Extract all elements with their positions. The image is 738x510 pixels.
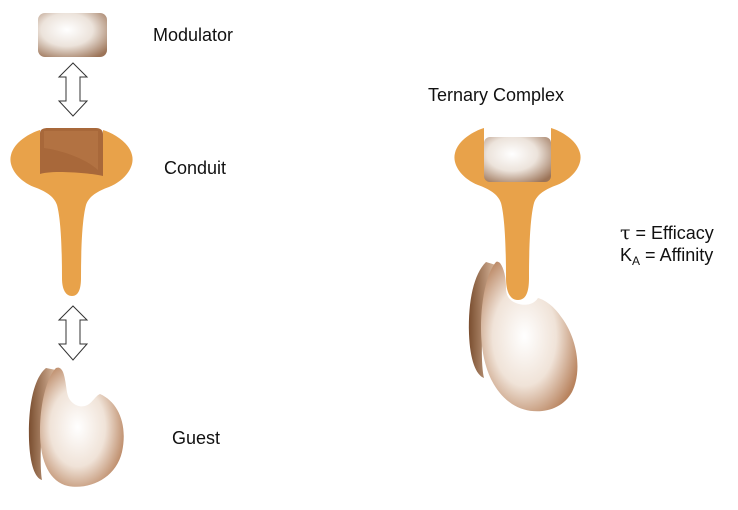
modulator-label: Modulator [153, 25, 234, 45]
guest-label: Guest [172, 428, 221, 448]
efficacy-text: = Efficacy [635, 223, 714, 243]
affinity-legend-row: KA = Affinity [620, 245, 714, 269]
ternary-complex-label: Ternary Complex [428, 85, 565, 105]
guest-shape [28, 367, 124, 487]
affinity-text: = Affinity [645, 244, 714, 265]
complex-modulator-block [484, 137, 551, 182]
ka-symbol: KA [620, 244, 641, 268]
conduit-label: Conduit [164, 158, 227, 178]
tau-symbol: τ [620, 222, 631, 244]
complex-guest-shape [468, 261, 578, 412]
double-arrow-upper [57, 62, 89, 117]
conduit-pocket-shade [44, 131, 98, 170]
efficacy-legend-row: τ = Efficacy [620, 222, 714, 245]
k-letter: K [620, 244, 633, 265]
double-arrow-lower [57, 305, 89, 361]
a-subscript: A [632, 253, 641, 268]
parameter-legend: τ = Efficacy KA = Affinity [620, 222, 714, 269]
modulator-block [38, 13, 107, 57]
